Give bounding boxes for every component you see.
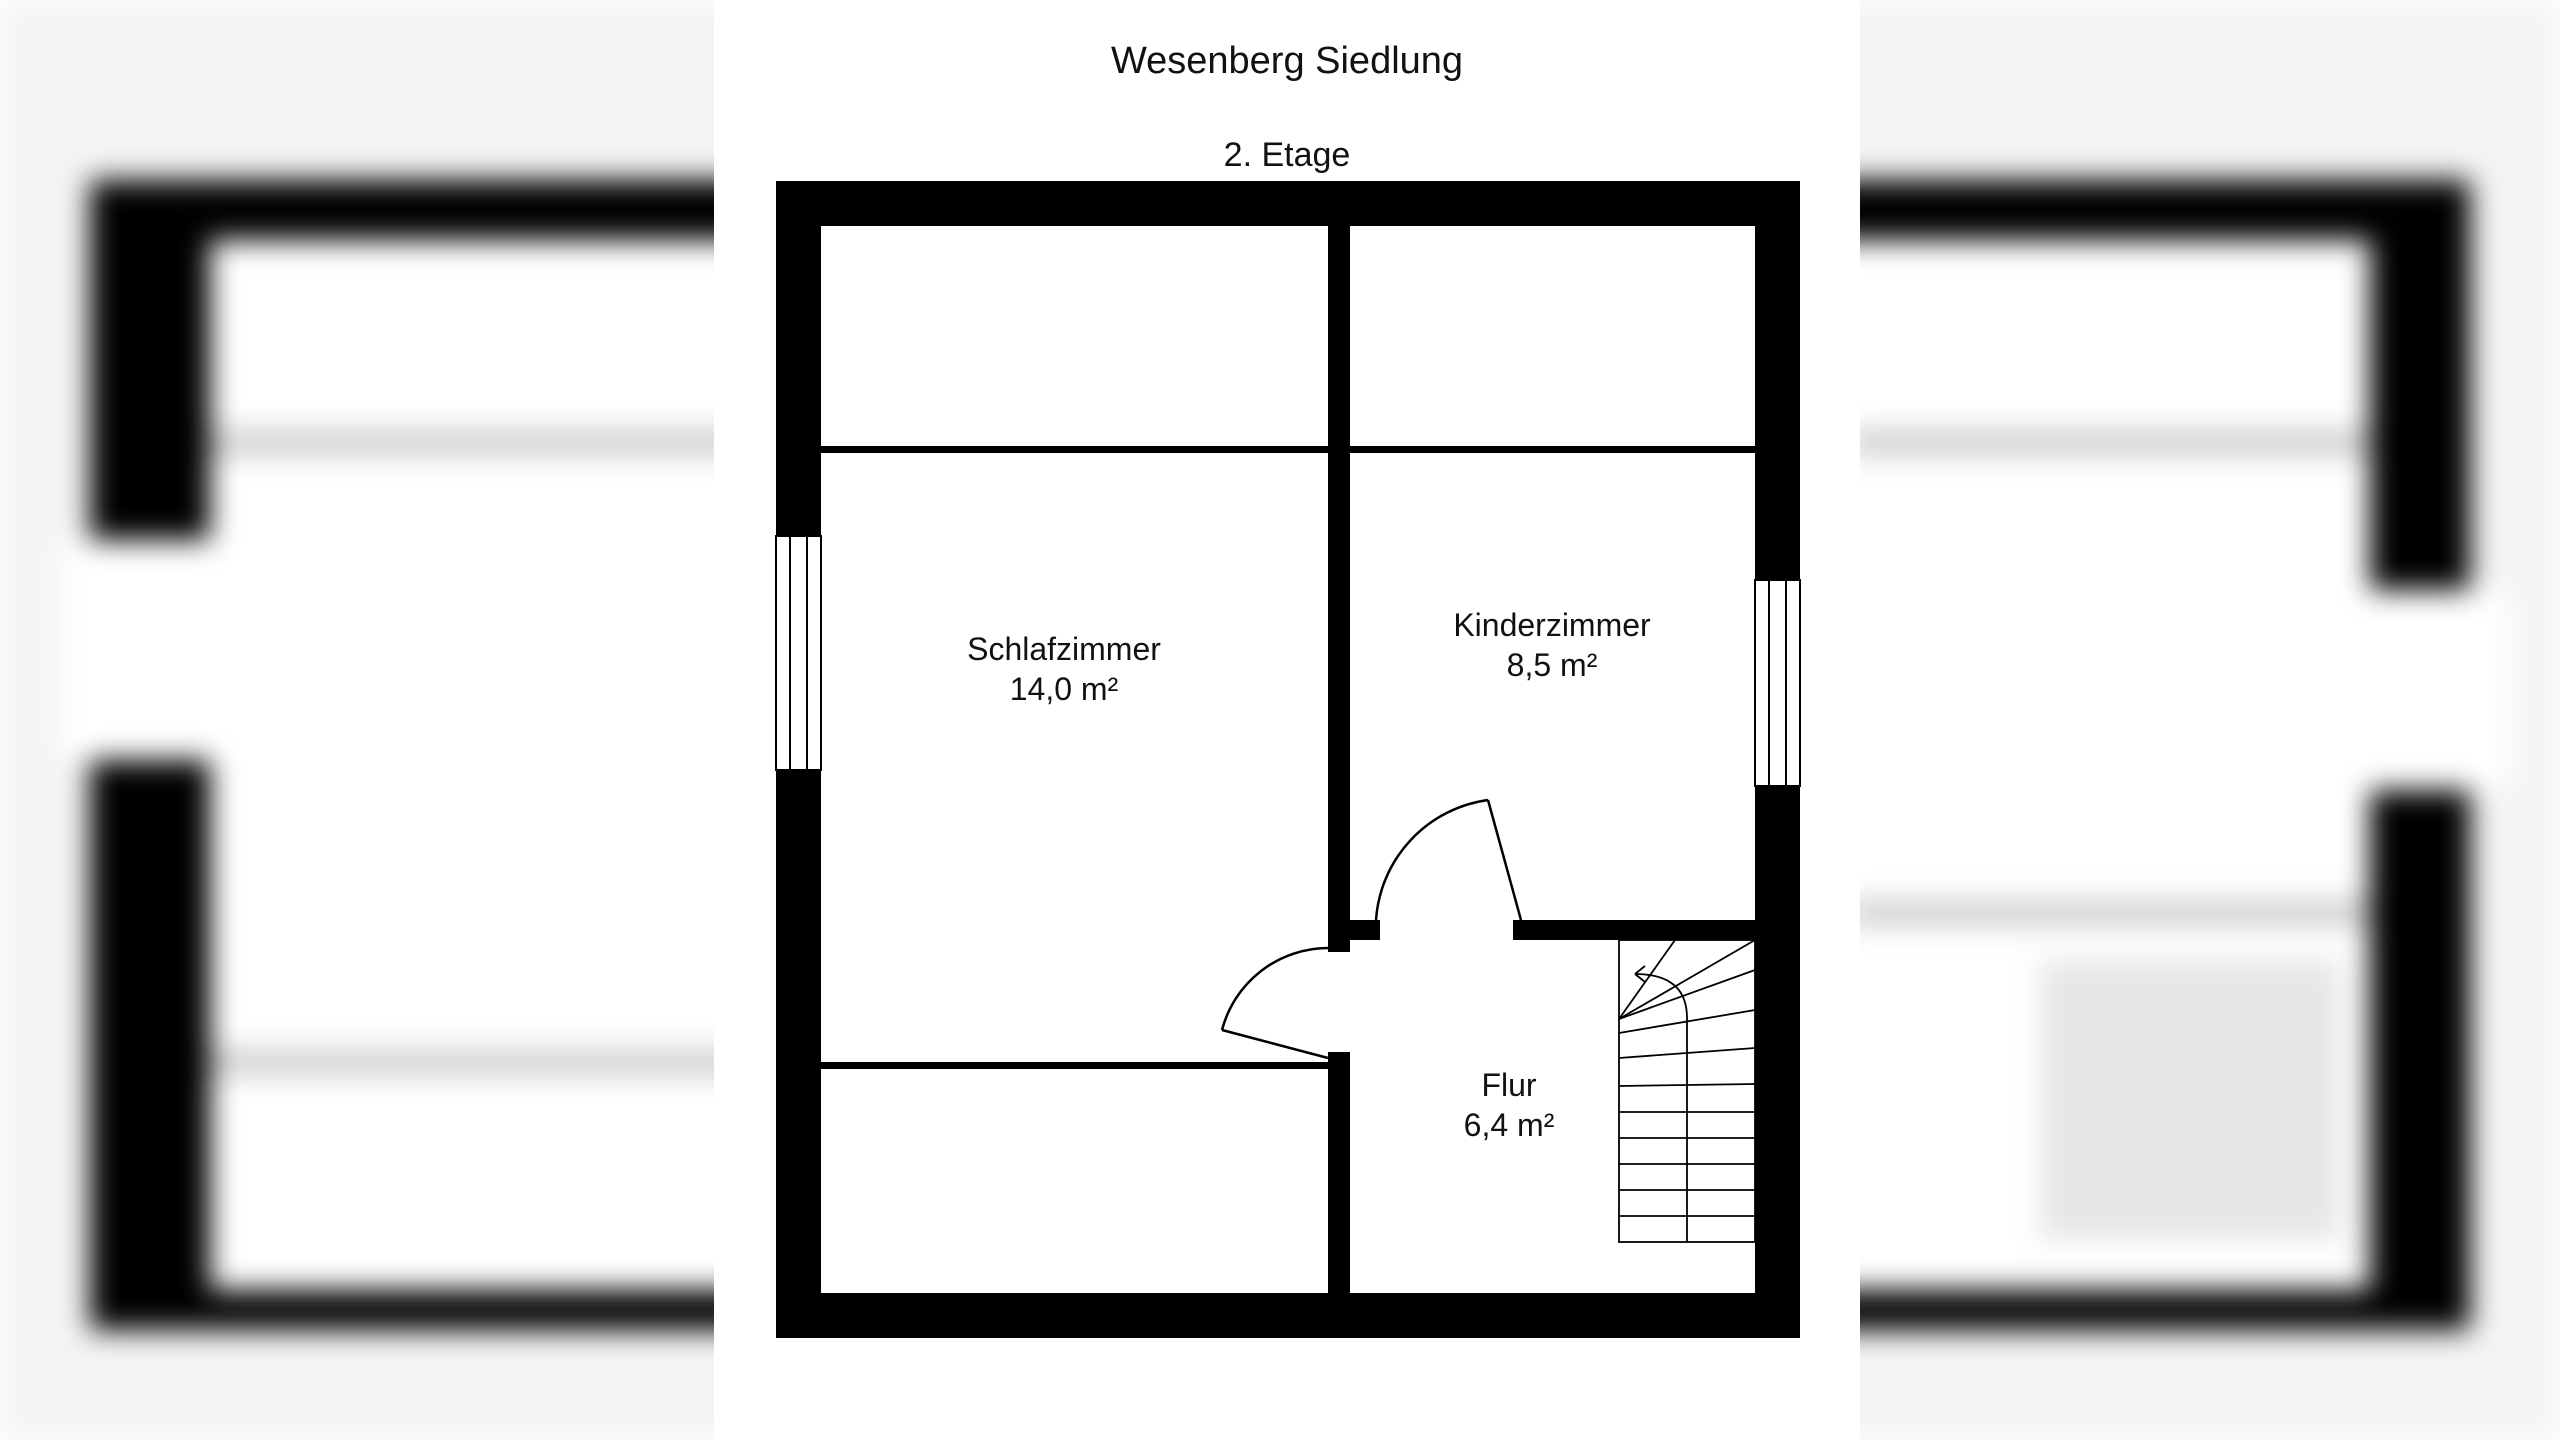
thin-wall-right-top bbox=[1350, 446, 1755, 453]
window-right bbox=[1754, 579, 1801, 787]
doors bbox=[1220, 798, 1523, 1060]
thin-wall-left-bottom bbox=[821, 1062, 1328, 1069]
thin-wall-left-top bbox=[821, 446, 1328, 453]
room-labels: Schlafzimmer 14,0 m² Kinderzimmer 8,5 m²… bbox=[967, 607, 1651, 1143]
interior-wall-center-upper bbox=[1328, 226, 1350, 944]
room-name-kinderzimmer: Kinderzimmer bbox=[1453, 607, 1651, 643]
room-area-schlafzimmer: 14,0 m² bbox=[1010, 671, 1119, 707]
staircase bbox=[1618, 939, 1756, 1243]
window-left bbox=[775, 535, 822, 771]
outer-wall-bottom bbox=[776, 1293, 1800, 1338]
room-name-schlafzimmer: Schlafzimmer bbox=[967, 631, 1161, 667]
floor-plan-sheet: Wesenberg Siedlung 2. Etage bbox=[714, 0, 1860, 1440]
floor-plan: Schlafzimmer 14,0 m² Kinderzimmer 8,5 m²… bbox=[775, 181, 1801, 1338]
windows bbox=[775, 535, 1801, 787]
room-area-flur: 6,4 m² bbox=[1464, 1107, 1555, 1143]
hall-wall-left-stub bbox=[1350, 920, 1372, 940]
door-schlafzimmer bbox=[1220, 944, 1350, 1060]
floor-label: 2. Etage bbox=[1223, 136, 1351, 174]
door-kinderzimmer bbox=[1372, 798, 1523, 940]
outer-wall-top bbox=[776, 181, 1800, 226]
room-name-flur: Flur bbox=[1481, 1067, 1536, 1103]
room-area-kinderzimmer: 8,5 m² bbox=[1507, 647, 1598, 683]
interior-wall-center-lower bbox=[1328, 1060, 1350, 1293]
plan-title: Wesenberg Siedlung bbox=[1110, 40, 1464, 82]
hall-wall-right bbox=[1521, 920, 1755, 940]
walls bbox=[776, 181, 1800, 1338]
